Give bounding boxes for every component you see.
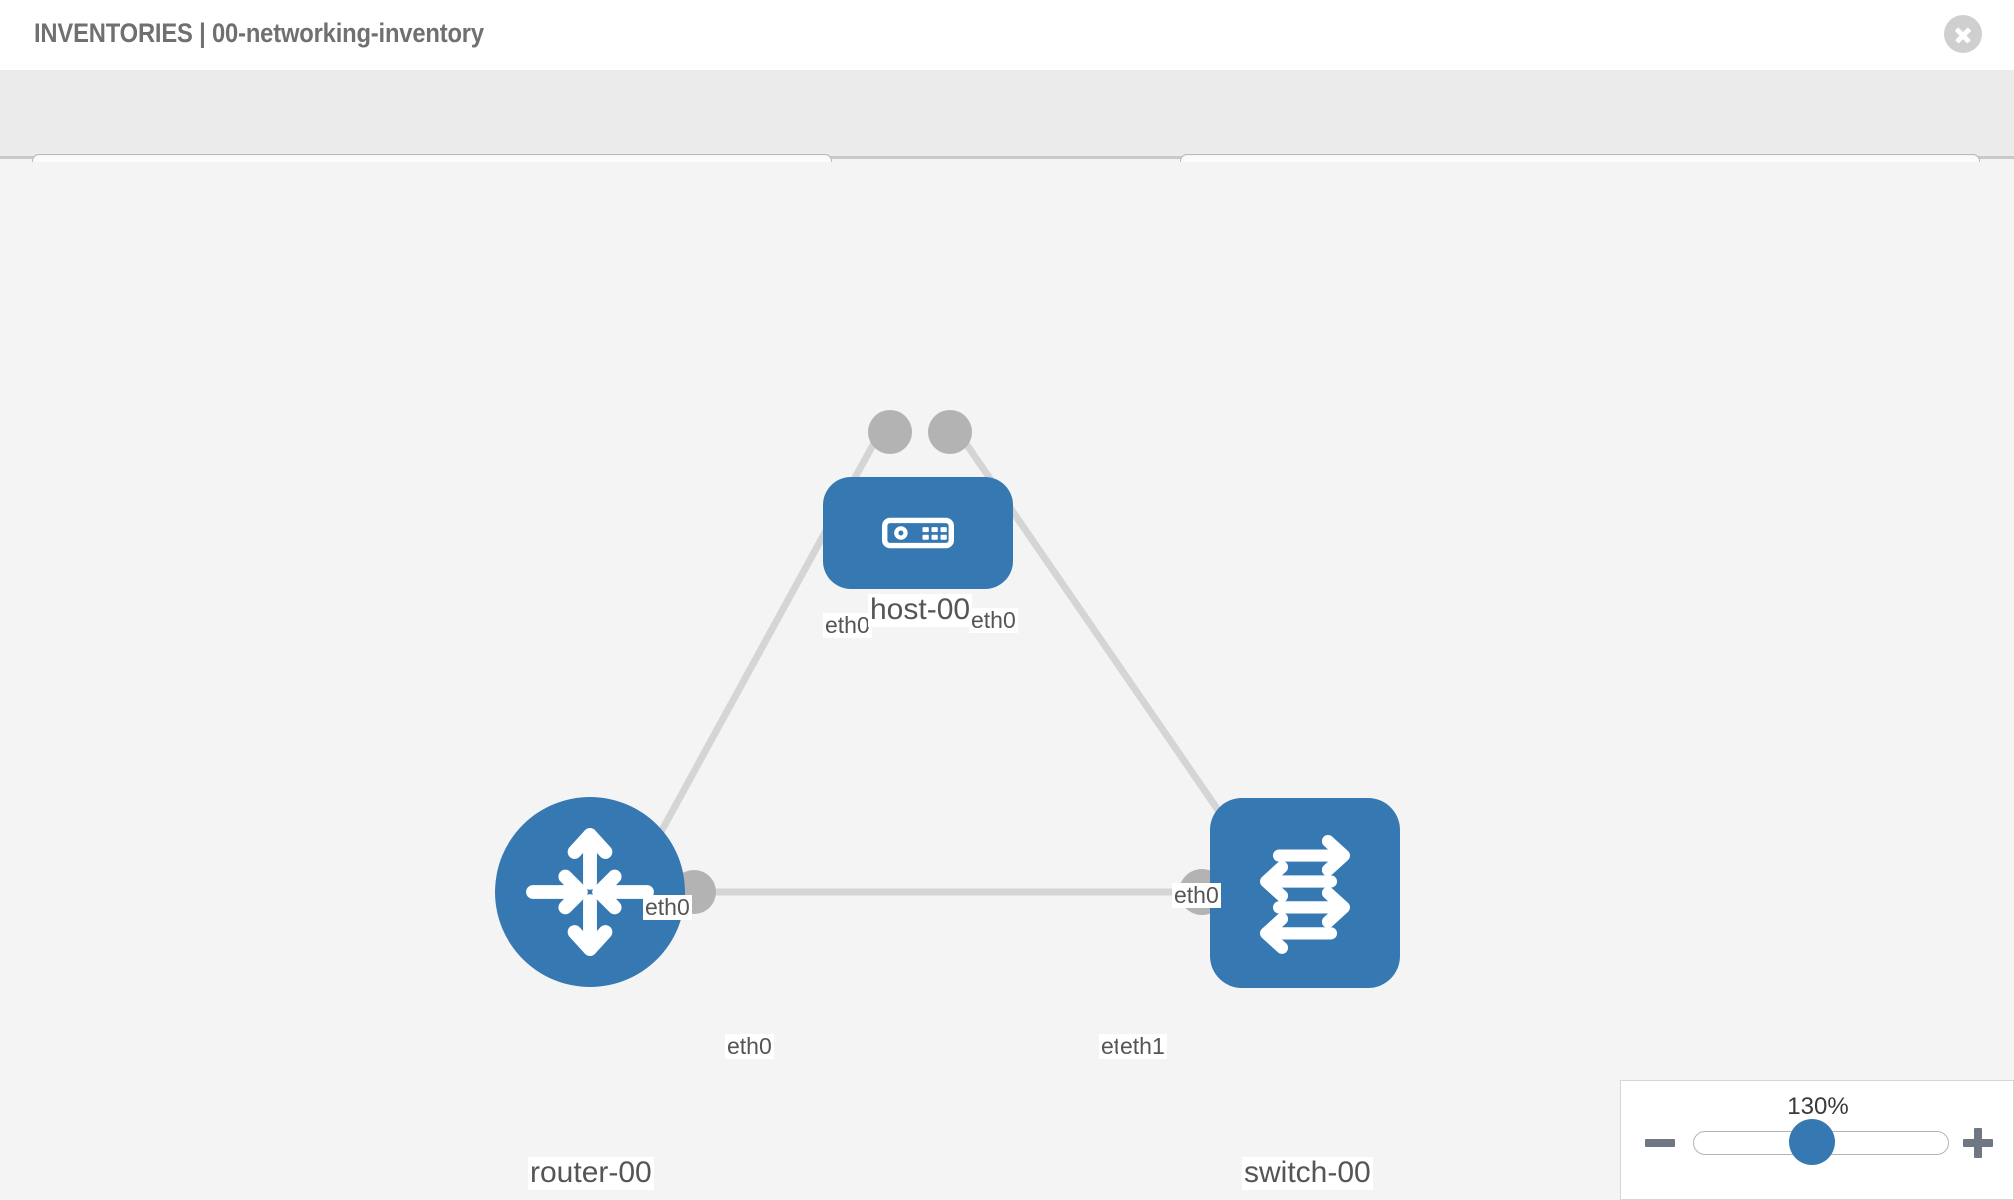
zoom-out-button[interactable] (1643, 1126, 1677, 1160)
zoom-control-panel: 130% (1620, 1080, 2014, 1200)
topology-canvas[interactable]: eth0 host-00 eth0 eth0 eth0 eth0 eth0 et… (0, 162, 2014, 1200)
toolbar: ACTIONS SEARCH (0, 70, 2014, 214)
interface-label[interactable]: eth1 (1118, 1033, 1167, 1060)
node-router-00[interactable] (495, 797, 685, 987)
interface-label[interactable]: eth0 (823, 612, 872, 639)
interface-label[interactable]: eth0 (969, 607, 1018, 634)
page-header: INVENTORIES | 00-networking-inventory (0, 0, 2014, 70)
interface-circle[interactable] (928, 410, 972, 454)
zoom-in-button[interactable] (1961, 1126, 1995, 1160)
interface-circle[interactable] (868, 410, 912, 454)
node-label-router-00[interactable]: router-00 (528, 1156, 654, 1190)
zoom-level-value: 130% (1787, 1093, 1849, 1120)
node-switch-00[interactable] (1210, 798, 1400, 988)
node-label-host-00[interactable]: host-00 (868, 593, 973, 627)
node-label-switch-00[interactable]: switch-00 (1242, 1156, 1373, 1190)
node-host-00[interactable] (823, 477, 1013, 589)
topology-graph (495, 410, 1400, 988)
close-icon[interactable] (1944, 15, 1982, 53)
interface-label[interactable]: eth0 (725, 1033, 774, 1060)
interface-label[interactable]: eth0 (643, 894, 692, 921)
interface-label[interactable]: eth0 (1172, 882, 1221, 909)
zoom-slider-handle[interactable] (1789, 1119, 1835, 1165)
page-title: INVENTORIES | 00-networking-inventory (34, 18, 484, 48)
